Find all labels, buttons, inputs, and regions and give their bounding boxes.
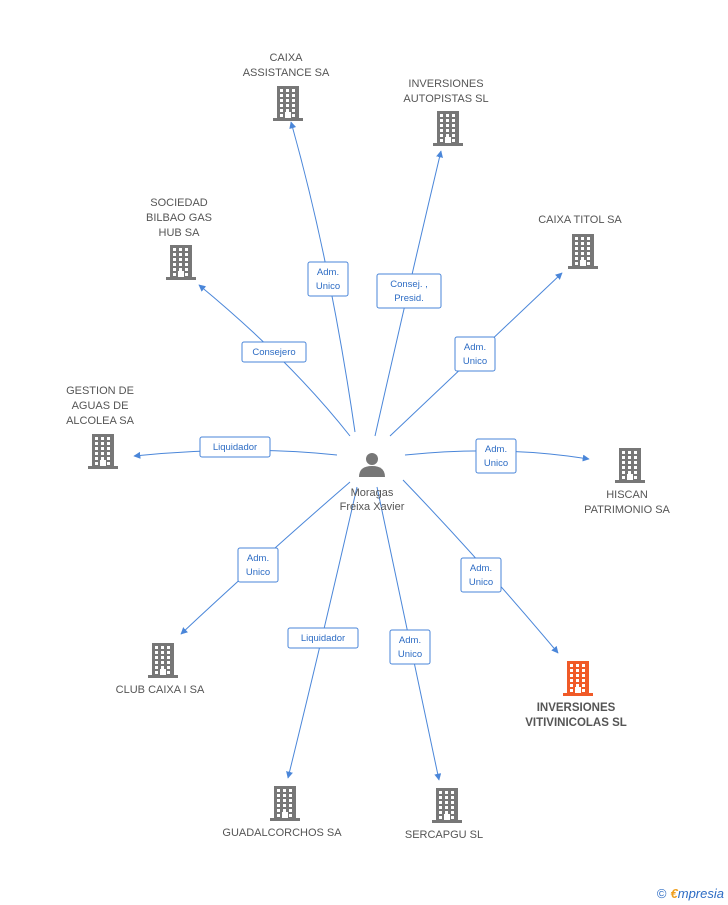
role-label: Consejero — [241, 341, 307, 363]
company-node-gestion-aguas[interactable]: GESTION DE AGUAS DE ALCOLEA SA — [66, 385, 135, 469]
building-icon — [433, 111, 463, 146]
role-text: Unico — [398, 649, 422, 660]
building-icon — [568, 234, 598, 269]
role-text: Adm. — [317, 267, 339, 278]
role-label: Liquidador — [199, 436, 271, 458]
role-label: Adm. Unico — [454, 336, 496, 372]
company-name: SERCAPGU SL — [405, 829, 483, 841]
company-node-sercapgu[interactable]: SERCAPGU SL — [405, 788, 483, 841]
company-name: AUTOPISTAS SL — [403, 93, 488, 105]
company-name: CAIXA — [269, 52, 303, 64]
role-text: Unico — [246, 567, 270, 578]
building-icon — [270, 786, 300, 821]
company-name: BILBAO GAS — [146, 212, 212, 224]
role-text: Adm. — [464, 342, 486, 353]
copyright-icon: © — [656, 886, 667, 901]
role-label: Consej. , Presid. — [376, 273, 442, 309]
company-node-guadalcorchos[interactable]: GUADALCORCHOS SA — [222, 786, 342, 839]
company-name: ASSISTANCE SA — [243, 67, 330, 79]
role-label: Adm. Unico — [475, 438, 517, 474]
center-person-name: Freixa Xavier — [340, 501, 405, 513]
brand-logo-initial: € — [670, 886, 678, 901]
role-label: Adm. Unico — [460, 557, 502, 593]
role-text: Unico — [484, 458, 508, 469]
building-icon — [615, 448, 645, 483]
role-text: Consejero — [252, 347, 295, 358]
brand-footer: ©€mpresia — [657, 886, 724, 901]
center-person-name: Moragas — [351, 487, 394, 499]
brand-logo-text: mpresia — [677, 886, 724, 901]
company-name: SOCIEDAD — [150, 197, 208, 209]
role-text: Adm. — [399, 635, 421, 646]
role-label: Adm. Unico — [237, 547, 279, 583]
company-node-caixa-assistance[interactable]: CAIXA ASSISTANCE SA — [243, 52, 330, 121]
company-name: PATRIMONIO SA — [584, 504, 670, 516]
role-text: Unico — [463, 356, 487, 367]
person-icon — [359, 453, 385, 477]
building-icon — [563, 661, 593, 696]
role-text: Adm. — [485, 444, 507, 455]
role-text: Liquidador — [213, 442, 257, 453]
company-node-sociedad-bilbao-gas[interactable]: SOCIEDAD BILBAO GAS HUB SA — [146, 197, 212, 280]
company-name: INVERSIONES — [408, 78, 483, 90]
company-name: CAIXA TITOL SA — [538, 214, 622, 226]
company-node-caixa-titol[interactable]: CAIXA TITOL SA — [538, 214, 622, 269]
company-name: GESTION DE — [66, 385, 134, 397]
role-text: Liquidador — [301, 633, 345, 644]
building-icon — [166, 245, 196, 280]
company-name: ALCOLEA SA — [66, 415, 135, 427]
company-name: CLUB CAIXA I SA — [116, 684, 205, 696]
role-text: Unico — [316, 281, 340, 292]
building-icon — [88, 434, 118, 469]
company-name: AGUAS DE — [72, 400, 129, 412]
role-text: Adm. — [470, 563, 492, 574]
company-node-inversiones-vitivinicolas[interactable]: INVERSIONES VITIVINICOLAS SL — [525, 661, 627, 729]
building-icon — [432, 788, 462, 823]
role-text: Presid. — [394, 293, 424, 304]
role-label: Liquidador — [287, 627, 359, 649]
company-name: HUB SA — [159, 227, 201, 239]
role-text: Consej. , — [390, 279, 428, 290]
company-name: HISCAN — [606, 489, 648, 501]
company-name: VITIVINICOLAS SL — [525, 717, 627, 729]
role-label: Adm. Unico — [389, 629, 431, 665]
company-node-club-caixa[interactable]: CLUB CAIXA I SA — [116, 643, 205, 696]
role-text: Unico — [469, 577, 493, 588]
role-label: Adm. Unico — [307, 261, 349, 297]
company-name: INVERSIONES — [537, 702, 616, 714]
building-icon — [273, 86, 303, 121]
company-name: GUADALCORCHOS SA — [222, 827, 342, 839]
building-icon — [148, 643, 178, 678]
company-node-inversiones-autopistas[interactable]: INVERSIONES AUTOPISTAS SL — [403, 78, 489, 146]
company-node-hiscan[interactable]: HISCAN PATRIMONIO SA — [584, 448, 671, 516]
role-text: Adm. — [247, 553, 269, 564]
